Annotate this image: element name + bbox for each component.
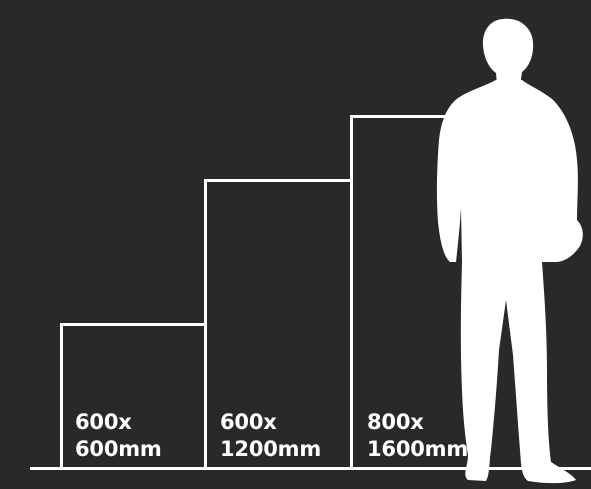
size-label-line1: 600x [75,409,162,436]
size-label-line2: 600mm [75,436,162,463]
size-label-600x1200: 600x 1200mm [220,409,321,463]
size-label-line2: 1600mm [367,436,468,463]
size-label-800x1600: 800x 1600mm [367,409,468,463]
size-label-line1: 600x [220,409,321,436]
size-label-line1: 800x [367,409,468,436]
ground-line [30,467,591,470]
size-label-line2: 1200mm [220,436,321,463]
size-label-600x600: 600x 600mm [75,409,162,463]
